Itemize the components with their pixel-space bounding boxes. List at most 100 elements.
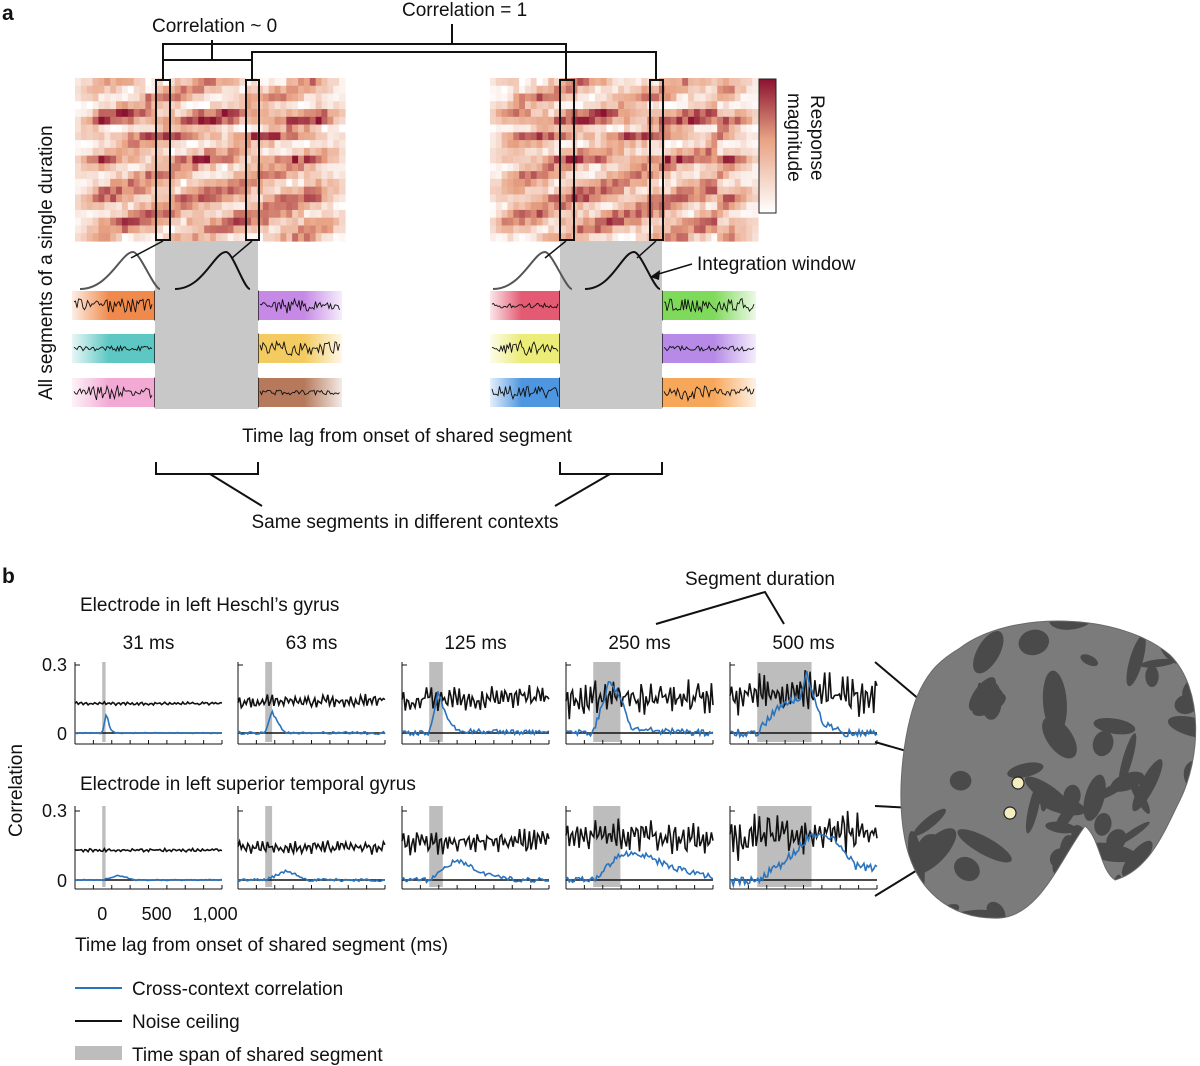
heatmap-cell — [186, 101, 193, 110]
heatmap-cell — [618, 186, 625, 196]
heatmap-cell — [98, 140, 105, 149]
heatmap-cell — [198, 178, 205, 188]
heatmap-cell — [204, 186, 211, 196]
chart-panel — [729, 662, 878, 745]
heatmap-cell — [705, 140, 712, 149]
waveform — [259, 340, 340, 357]
heatmap-cell — [728, 132, 736, 141]
heatmap-cell — [559, 186, 567, 196]
heatmap-cell — [116, 186, 123, 196]
heatmap-cell — [490, 147, 497, 157]
heatmap-cell — [682, 178, 689, 188]
heatmap-cell — [519, 178, 526, 188]
heatmap-cell — [121, 186, 129, 196]
heatmap-cell — [577, 163, 584, 172]
heatmap-cell — [728, 140, 736, 149]
heatmap-cell — [204, 116, 211, 126]
heatmap-cell — [139, 155, 147, 164]
heatmap-cell — [670, 202, 678, 211]
heatmap-cell — [186, 178, 193, 188]
heatmap-cell — [227, 171, 235, 180]
heatmap-cell — [734, 186, 742, 196]
heatmap-cell — [227, 132, 235, 141]
heatmap-cell — [98, 186, 105, 196]
duration-label: 125 ms — [444, 633, 506, 654]
heatmap-cell — [746, 140, 753, 149]
heatmap-cell — [280, 163, 287, 172]
panel-a: a Correlation ~ 0 Correlation = 1 All se… — [2, 0, 1019, 897]
heatmap-cell — [653, 85, 660, 95]
heatmap-cell — [251, 163, 258, 172]
heatmap-cell — [513, 147, 520, 157]
heatmap-cell — [116, 217, 123, 227]
legend-swatch-shade — [75, 1046, 122, 1060]
heatmap-cell — [168, 186, 176, 196]
heatmap-cell — [717, 171, 724, 180]
heatmap-cell — [618, 124, 625, 133]
heatmap-cell — [204, 101, 211, 110]
heatmap-cell — [670, 147, 678, 157]
heatmap-cell — [303, 233, 311, 242]
heatmap-cell — [705, 155, 712, 164]
heatmap-cell — [490, 116, 497, 126]
heatmap-cell — [192, 202, 199, 211]
heatmap-cell — [221, 217, 229, 227]
heatmap-cell — [589, 225, 596, 234]
heatmap-cell — [80, 209, 88, 219]
heatmap-cell — [711, 101, 718, 110]
heatmap-cell — [565, 85, 573, 95]
heatmap-cell — [501, 233, 509, 242]
heatmap-cell — [133, 124, 141, 133]
heatmap-cell — [734, 132, 742, 141]
heatmap-cell — [163, 124, 170, 133]
heatmap-cell — [221, 233, 229, 242]
heatmap-cell — [542, 233, 549, 242]
heatmap-cell — [333, 225, 340, 234]
heatmap-cell — [151, 163, 158, 172]
heatmap-cell — [612, 209, 619, 219]
heatmap-cell — [554, 93, 561, 102]
heatmap-left — [75, 78, 346, 242]
noise-ceiling-line — [237, 692, 386, 710]
heatmap-cell — [653, 109, 660, 118]
heatmap-cell — [589, 101, 596, 110]
heatmap-cell — [612, 155, 619, 164]
heatmap-cell — [752, 124, 759, 133]
heatmap-cell — [536, 124, 544, 133]
correlation-one-label: Correlation = 1 — [402, 0, 527, 21]
heatmap-cell — [565, 116, 573, 126]
waveform — [663, 297, 755, 313]
heatmap-cell — [245, 101, 252, 110]
heatmap-cell — [600, 132, 608, 141]
heatmap-cell — [705, 78, 712, 87]
heatmap-cell — [92, 202, 100, 211]
heatmap-cell — [186, 225, 193, 234]
heatmap-cell — [495, 178, 503, 188]
heatmap-cell — [734, 217, 742, 227]
heatmap-cell — [734, 209, 742, 219]
heatmap-cell — [577, 132, 584, 141]
heatmap-cell — [268, 178, 276, 188]
heatmap-cell — [309, 225, 317, 234]
heatmap-cell — [151, 124, 158, 133]
heatmap-cell — [723, 202, 730, 211]
heatmap-cell — [145, 124, 152, 133]
heatmap-cell — [734, 194, 742, 203]
heatmap-cell — [746, 217, 753, 227]
heatmap-cell — [507, 163, 514, 172]
heatmap-cell — [688, 217, 695, 227]
heatmap-cell — [116, 78, 123, 87]
heatmap-cell — [256, 132, 264, 141]
heatmap-cell — [618, 155, 625, 164]
heatmap-cell — [589, 140, 596, 149]
heatmap-cell — [740, 233, 747, 242]
heatmap-cell — [151, 186, 158, 196]
bracket-bottom-right — [559, 462, 663, 475]
heatmap-cell — [577, 233, 584, 242]
heatmap-cell — [168, 217, 176, 227]
heatmap-cell — [624, 109, 631, 118]
heatmap-cell — [746, 147, 753, 157]
heatmap-cell — [513, 233, 520, 242]
heatmap-cell — [524, 124, 532, 133]
heatmap-cell — [262, 132, 270, 141]
